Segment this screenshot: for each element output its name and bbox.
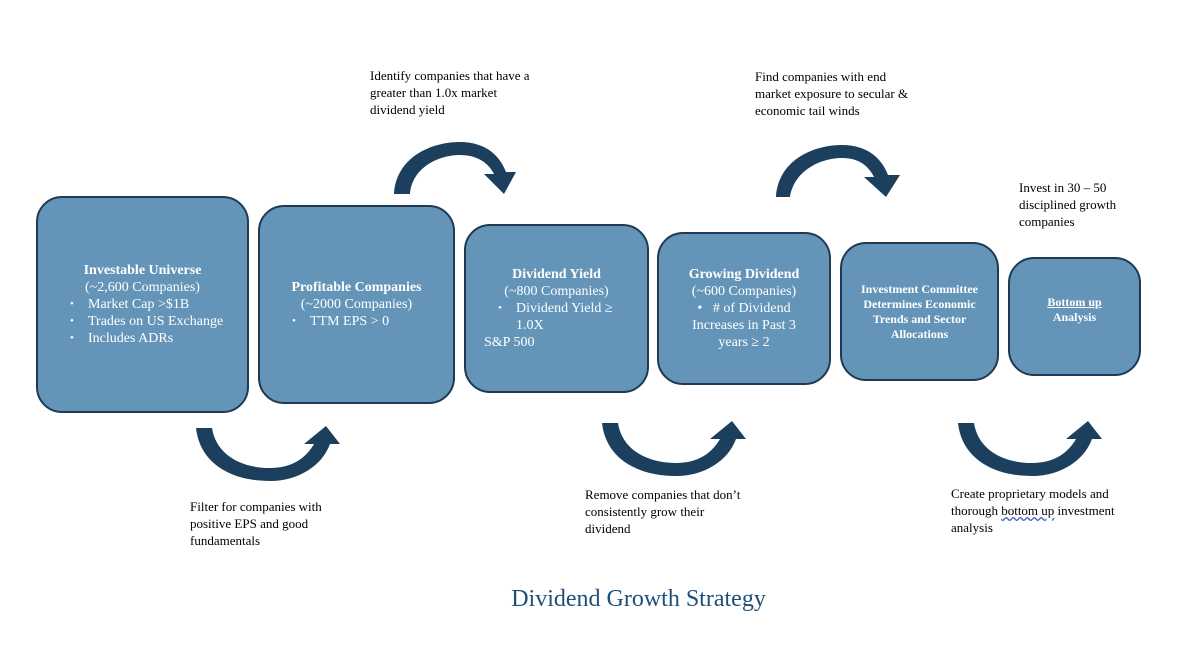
investable-universe-count: (~2,600 Companies) [85,280,200,295]
bullet-market-cap: Market Cap >$1B [70,296,237,313]
curved-arrow-under-3-icon [958,421,1102,476]
filter-note: Filter for companies with positive EPS a… [190,499,322,548]
bullet-adrs: Includes ADRs [70,330,237,347]
growing-dividend-box: Growing Dividend (~600 Companies) • # of… [657,232,831,385]
invest-note: Invest in 30 – 50 disciplined growth com… [1019,180,1117,229]
committee-line-2: Determines Economic [863,296,976,311]
dividend-yield-box: Dividend Yield (~800 Companies) Dividend… [464,224,649,393]
bullet-dividend-yield: Dividend Yield ≥ 1.0X [498,300,637,334]
diagram-caption: Dividend Growth Strategy [511,586,766,612]
dividend-yield-title: Dividend Yield [512,267,601,282]
curved-arrow-over-2-icon [776,145,900,197]
committee-line-3: Trends and Sector [872,311,967,326]
growing-dividend-count: (~600 Companies) [691,284,797,299]
bottom-up-wavy-text: bottom up [1001,503,1055,518]
committee-line-1: Investment Committee [861,281,978,296]
curved-arrow-under-2-icon [602,421,746,476]
profitable-companies-title: Profitable Companies [291,280,422,295]
bottom-up-link[interactable]: Bottom up [1047,295,1102,309]
bottom-up-analysis-box: Bottom up Analysis [1008,257,1141,376]
investable-universe-box: Investable Universe (~2,600 Companies) M… [36,196,249,413]
bullet-ttm-eps: TTM EPS > 0 [292,313,443,330]
curved-arrow-over-1-icon [394,142,516,194]
bullet-dividend-increases: • # of Dividend Increases in Past 3 year… [692,301,796,350]
dividend-yield-count: (~800 Companies) [504,284,609,299]
bullet-us-exchange: Trades on US Exchange [70,313,237,330]
secular-note: Find companies with end market exposure … [755,69,909,118]
investable-universe-title: Investable Universe [83,263,202,278]
bullet-dividend-yield-cont: S&P 500 [484,335,535,350]
investment-committee-box: Investment Committee Determines Economic… [840,242,999,381]
analysis-label: Analysis [1052,310,1097,324]
remove-note: Remove companies that don’t consistently… [585,487,741,536]
models-note: Create proprietary models and thorough b… [951,486,1115,535]
growing-dividend-title: Growing Dividend [688,267,800,282]
profitable-companies-box: Profitable Companies (~2000 Companies) T… [258,205,455,404]
committee-line-4: Allocations [890,326,949,341]
curved-arrow-under-1-icon [196,426,340,481]
profitable-companies-count: (~2000 Companies) [300,297,413,312]
yield-note: Identify companies that have a greater t… [370,68,530,117]
